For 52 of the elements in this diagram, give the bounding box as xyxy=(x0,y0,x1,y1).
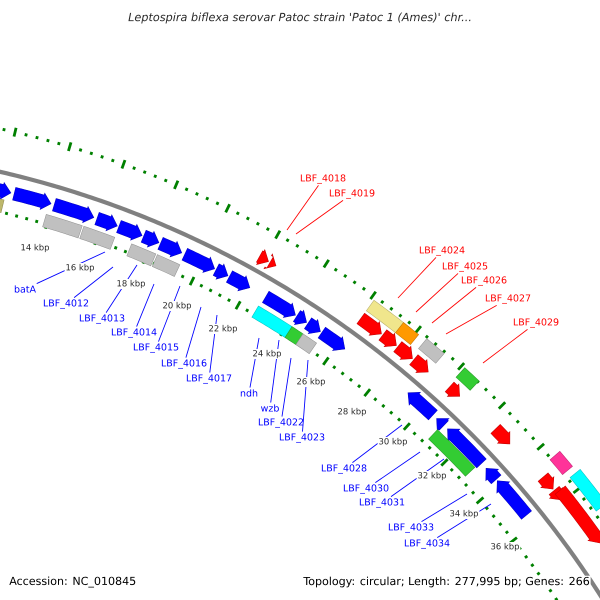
gene-label: LBF_4022 xyxy=(258,418,304,428)
leader-line xyxy=(302,360,308,432)
leader-line xyxy=(432,286,477,324)
scale-label: 34 kbp xyxy=(448,509,480,519)
leader-line xyxy=(282,358,292,418)
accession-text: Accession: NC_010845 xyxy=(9,576,136,588)
gene-label: LBF_4014 xyxy=(112,328,157,338)
scale-label: 16 kbp xyxy=(64,263,96,273)
leader-line xyxy=(482,328,528,364)
gene-label: LBF_4030 xyxy=(344,484,388,494)
scale-label: 20 kbp xyxy=(162,301,192,311)
leader-line xyxy=(398,256,436,298)
gene-label: LBF_4019 xyxy=(330,189,374,199)
scale-label: 18 kbp xyxy=(116,279,146,289)
leader-line xyxy=(74,266,114,298)
gene-label: LBF_4023 xyxy=(280,433,324,443)
leader-line xyxy=(416,272,458,312)
scale-label: 26 kbp xyxy=(296,377,326,387)
gene-label: LBF_4028 xyxy=(322,464,366,474)
leader-line xyxy=(185,306,202,358)
gene-label: LBF_4016 xyxy=(162,359,206,369)
leader-line xyxy=(136,284,154,328)
leader-line xyxy=(296,200,344,234)
gene-label: LBF_4013 xyxy=(80,314,124,324)
scale-label: 14 kbp xyxy=(20,243,50,253)
scale-label: 32 kbp xyxy=(416,471,448,481)
gene-label: LBF_4026 xyxy=(462,276,506,286)
gene-label: LBF_4031 xyxy=(360,498,404,508)
scale-label: 28 kbp xyxy=(336,407,368,417)
leader-line xyxy=(446,304,498,334)
gene-label: batA xyxy=(14,285,36,293)
gene-label: LBF_4015 xyxy=(134,343,178,353)
gene-label: wzb xyxy=(261,404,279,412)
scale-label: 22 kbp xyxy=(208,324,238,334)
gene-label: LBF_4018 xyxy=(300,174,346,184)
gene-label: LBF_4027 xyxy=(486,294,530,304)
gene-label: LBF_4012 xyxy=(44,299,88,309)
leader-line xyxy=(286,184,319,230)
gene-label: LBF_4034 xyxy=(404,539,450,549)
gene-label: LBF_4029 xyxy=(514,318,558,328)
gene-label: LBF_4033 xyxy=(388,523,434,533)
scale-label: 36 kbp xyxy=(490,542,520,552)
leader-line xyxy=(421,494,468,522)
topology-text: Topology: circular; Length: 277,995 bp; Genes: 266 xyxy=(302,576,591,588)
gene-label: LBF_4017 xyxy=(186,374,232,384)
gene-label: ndh xyxy=(240,389,258,397)
scale-label: 30 kbp xyxy=(378,437,408,447)
gene-label: LBF_4024 xyxy=(420,246,465,256)
scale-label: 24 kbp xyxy=(252,349,282,359)
gene-label: LBF_4025 xyxy=(442,262,488,272)
leader-line xyxy=(374,452,420,484)
title: Leptospira biflexa serovar Patoc strain 'Patoc 1 (Ames)' chr... xyxy=(128,12,470,24)
